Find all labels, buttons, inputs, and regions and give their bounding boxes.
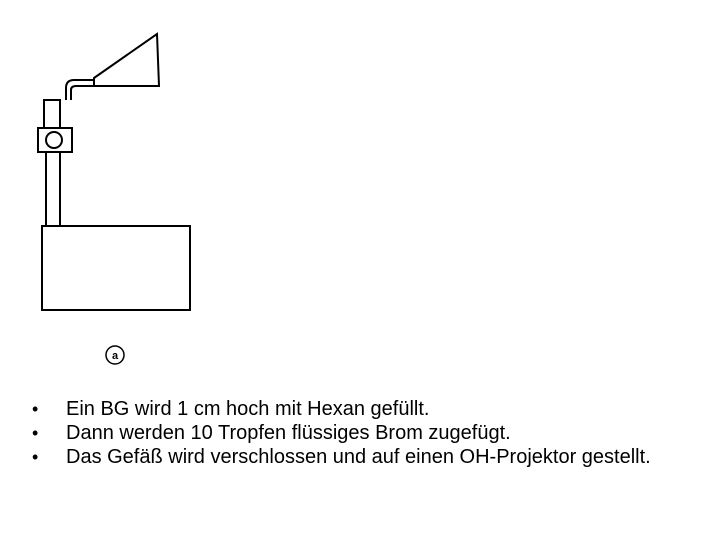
projector-post-cap — [43, 99, 61, 129]
projector-lens — [45, 131, 63, 149]
instruction-text: Das Gefäß wird verschlossen und auf eine… — [66, 446, 651, 468]
projector-lens-arm — [65, 79, 94, 100]
bullet-marker: • — [32, 423, 39, 443]
instruction-text: Ein BG wird 1 cm hoch mit Hexan gefüllt. — [66, 398, 430, 420]
instruction-text: Dann werden 10 Tropfen flüssiges Brom zu… — [66, 422, 511, 444]
figure-label: a — [112, 350, 119, 362]
figure-label-circle — [105, 345, 125, 365]
instruction-item: • Dann werden 10 Tropfen flüssiges Brom … — [32, 421, 672, 445]
bullet-marker: • — [32, 399, 39, 419]
instruction-item: • Ein BG wird 1 cm hoch mit Hexan gefüll… — [32, 397, 672, 421]
projector-mirror-head — [93, 32, 161, 87]
bullet-marker: • — [32, 447, 39, 467]
projector-lens-arm-inner — [70, 85, 94, 100]
instruction-item: • Das Gefäß wird verschlossen und auf ei… — [32, 445, 672, 469]
instruction-list: • Ein BG wird 1 cm hoch mit Hexan gefüll… — [32, 397, 672, 469]
projector-base — [41, 225, 191, 311]
